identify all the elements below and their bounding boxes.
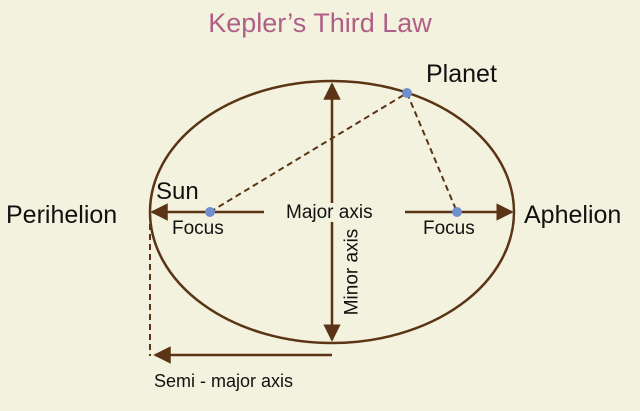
planet-label: Planet: [426, 60, 497, 88]
elliptical-orbit: [148, 79, 516, 345]
sun-focus-point: [205, 207, 215, 217]
dashed-line-sun-to-planet: [209, 92, 408, 213]
sun-label: Sun: [156, 178, 199, 205]
perihelion-label: Perihelion: [6, 201, 118, 229]
aphelion-label: Aphelion: [524, 201, 622, 229]
left-focus-label: Focus: [172, 218, 224, 239]
right-focus-point: [452, 207, 462, 217]
dashed-line-focus-to-planet: [406, 92, 458, 213]
major-axis-label: Major axis: [282, 203, 377, 222]
planet-point: [402, 88, 412, 98]
right-focus-label: Focus: [423, 218, 475, 239]
minor-axis-label: Minor axis: [341, 228, 363, 316]
semi-major-axis-label: Semi - major axis: [154, 371, 294, 391]
diagram-title: Kepler’s Third Law: [208, 8, 432, 38]
